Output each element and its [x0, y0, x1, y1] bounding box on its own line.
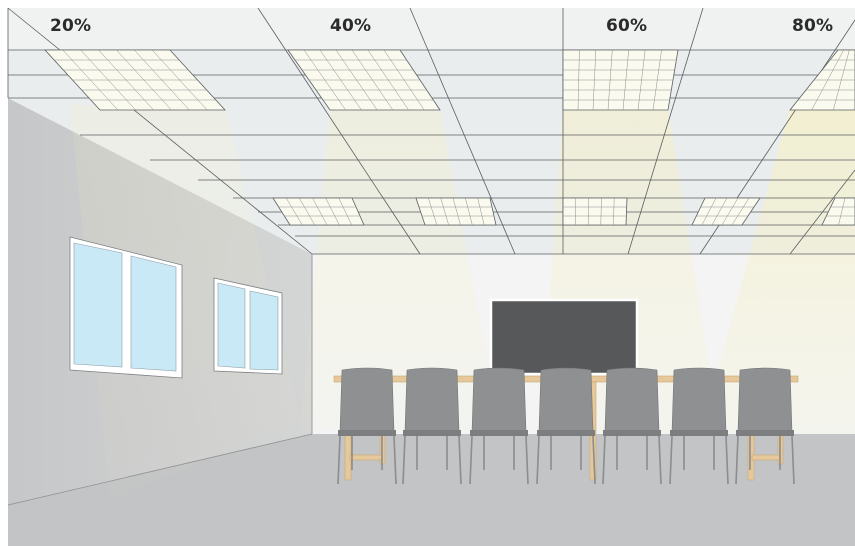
light-beam-2 — [300, 110, 500, 430]
light-panel-7 — [562, 197, 628, 226]
chair-2 — [402, 367, 462, 485]
chairs — [337, 367, 795, 485]
light-panel-8 — [691, 197, 761, 226]
dimming-level-label-1: 20% — [50, 16, 92, 36]
light-beam-4 — [700, 108, 855, 434]
ceiling-top-band — [8, 8, 855, 50]
light-beams — [70, 105, 855, 500]
chair-7 — [735, 367, 795, 485]
window-left — [69, 236, 183, 379]
floor — [8, 434, 855, 546]
dimming-level-label-3: 60% — [606, 16, 648, 36]
light-panel-1 — [44, 49, 226, 111]
chair-3 — [469, 367, 529, 485]
chair-6 — [669, 367, 729, 485]
light-panel-2 — [287, 49, 441, 111]
light-panel-4 — [789, 49, 855, 111]
dimming-level-label-2: 40% — [330, 16, 372, 36]
dimming-level-label-4: 80% — [792, 16, 834, 36]
light-panel-3 — [562, 49, 679, 111]
chair-4 — [536, 367, 596, 485]
chair-5 — [602, 367, 662, 485]
light-panel-5 — [272, 197, 365, 226]
display-screen — [489, 298, 639, 376]
ceiling-light-panels — [44, 49, 855, 226]
floor-edge-line — [7, 433, 313, 506]
light-beam-1 — [70, 105, 300, 500]
light-panel-9 — [821, 197, 855, 226]
chair-1 — [337, 367, 397, 485]
window-right — [213, 277, 283, 375]
light-panel-6 — [415, 197, 497, 226]
